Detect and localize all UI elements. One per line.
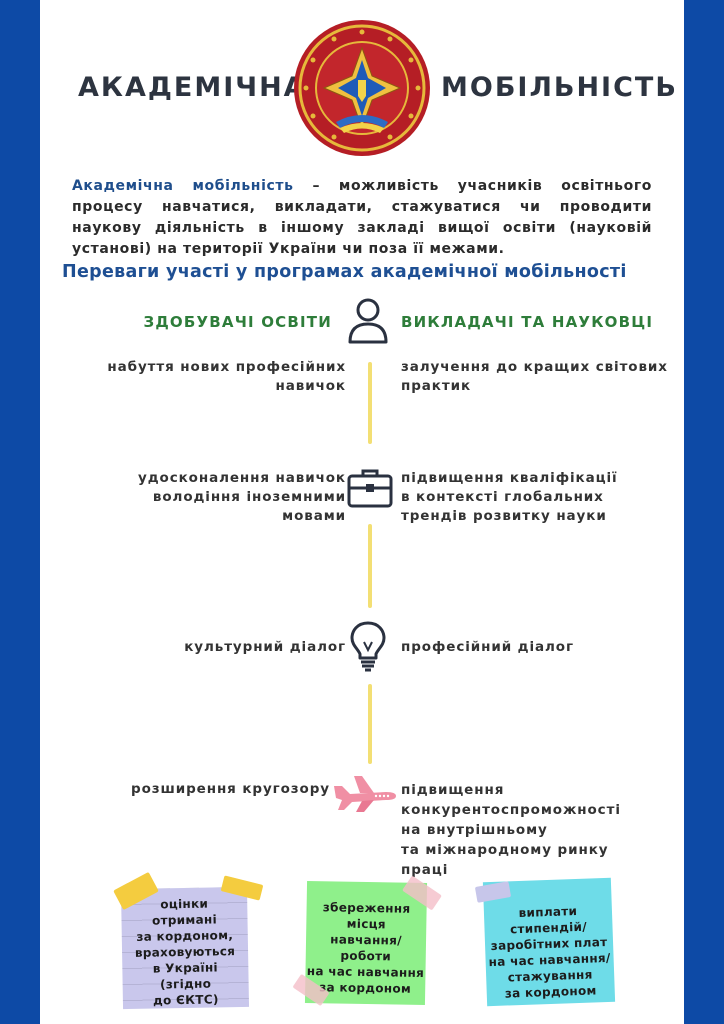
student-benefit-2: удосконалення навичок володіння іноземни… bbox=[138, 469, 346, 526]
benefit-line: на внутрішньому bbox=[401, 822, 548, 838]
briefcase-icon bbox=[347, 469, 393, 508]
benefit-line: професійний діалог bbox=[401, 639, 574, 655]
teacher-benefit-1: залучення до кращих світових практик bbox=[401, 358, 668, 396]
intro-paragraph: Академічна мобільність – можливість учас… bbox=[72, 176, 652, 260]
sticky-note-place: збереження місця навчання/ роботи на час… bbox=[304, 880, 428, 1006]
note-line: за кордоном bbox=[504, 983, 597, 1001]
title-right: МОБІЛЬНІСТЬ bbox=[441, 72, 678, 103]
teacher-benefit-4: підвищення конкурентоспроможності на вну… bbox=[401, 780, 621, 880]
university-emblem-logo bbox=[294, 20, 430, 156]
lightbulb-icon bbox=[350, 621, 386, 672]
student-benefit-1: набуття нових професійних навичок bbox=[107, 358, 346, 396]
column-heading-students: ЗДОБУВАЧІ ОСВІТИ bbox=[143, 313, 332, 331]
benefit-line: трендів розвитку науки bbox=[401, 508, 607, 524]
title-left: АКАДЕМІЧНА bbox=[78, 72, 307, 103]
left-side-bar bbox=[0, 0, 40, 1024]
note-line: враховуються bbox=[134, 944, 236, 960]
teacher-benefit-2: підвищення кваліфікації в контексті глоб… bbox=[401, 469, 618, 526]
teacher-benefit-3: професійний діалог bbox=[401, 638, 574, 657]
benefit-line: удосконалення навичок bbox=[138, 470, 346, 486]
note-line: збереження bbox=[322, 900, 411, 916]
column-heading-teachers: ВИКЛАДАЧІ ТА НАУКОВЦІ bbox=[401, 313, 654, 331]
benefit-line: залучення до кращих світових bbox=[401, 359, 668, 375]
note-line: до ЄКТС) bbox=[152, 992, 219, 1008]
benefit-line: культурний діалог bbox=[184, 639, 346, 655]
timeline-segment bbox=[368, 524, 372, 608]
benefit-line: навичок bbox=[275, 378, 346, 394]
intro-text: – можливість учасників освітнього процес… bbox=[72, 178, 652, 257]
student-benefit-3: культурний діалог bbox=[184, 638, 346, 657]
benefit-line: в контексті глобальних bbox=[401, 489, 604, 505]
timeline-segment bbox=[368, 362, 372, 444]
benefit-line: практик bbox=[401, 378, 472, 394]
benefit-line: праці bbox=[401, 862, 449, 878]
benefit-line: підвищення bbox=[401, 782, 505, 798]
person-icon bbox=[348, 298, 388, 344]
student-benefit-4: розширення кругозору bbox=[131, 780, 330, 799]
sticky-note-credits: оцінки отримані за кордоном, враховуютьс… bbox=[120, 886, 250, 1010]
benefit-line: володіння іноземними bbox=[152, 489, 346, 505]
benefit-line: набуття нових професійних bbox=[107, 359, 346, 375]
benefit-line: мовами bbox=[282, 508, 346, 524]
timeline-segment bbox=[368, 684, 372, 764]
airplane-icon bbox=[334, 776, 396, 812]
subtitle: Переваги участі у програмах академічної … bbox=[62, 262, 627, 282]
benefit-line: підвищення кваліфікації bbox=[401, 470, 618, 486]
benefit-line: та міжнародному ринку bbox=[401, 842, 609, 858]
right-side-bar bbox=[684, 0, 724, 1024]
intro-term: Академічна мобільність bbox=[72, 178, 294, 194]
benefit-line: розширення кругозору bbox=[131, 781, 330, 797]
benefit-line: конкурентоспроможності bbox=[401, 802, 621, 818]
